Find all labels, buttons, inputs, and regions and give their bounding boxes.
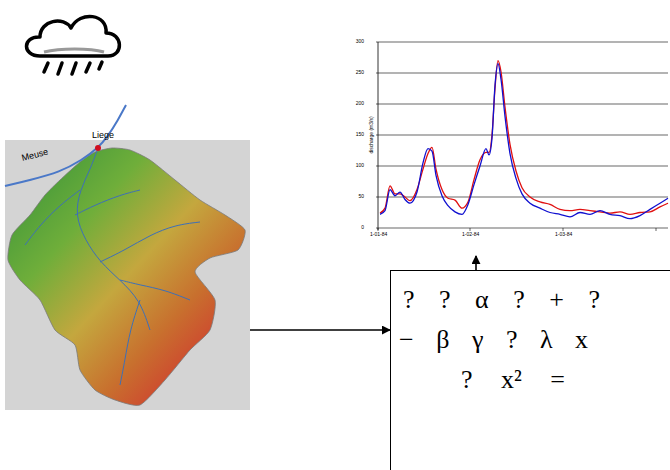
river-line — [120, 280, 190, 300]
date-label: 1-03-84 — [555, 232, 572, 238]
catchment-map: LiegeMeuse — [5, 128, 250, 410]
grid-line — [376, 73, 668, 74]
date-label: 1-02-84 — [462, 232, 479, 238]
y-axis — [378, 42, 379, 230]
river-line — [75, 190, 140, 215]
city-dot — [95, 145, 101, 151]
x-tick — [470, 228, 471, 231]
simulated-curve — [380, 64, 668, 219]
tick-label: 50 — [352, 194, 364, 199]
hydrograph-chart: 300 250 200 150 100 50 0 discharge (m3/s) 1-01-8… — [350, 34, 670, 256]
tick-label: 300 — [352, 39, 364, 44]
observed-curve — [380, 61, 668, 215]
tick-label: 250 — [352, 70, 364, 75]
catchment-area — [8, 148, 245, 405]
axis-title: discharge (m3/s) — [369, 116, 374, 153]
river-line — [100, 222, 200, 262]
x-tick — [563, 228, 564, 231]
chart-graphic — [350, 34, 670, 256]
grid-line — [376, 135, 668, 136]
river-line — [25, 190, 80, 245]
model-equation-box: ? ? α ? + ? − β γ ? λ x ? x² = — [390, 270, 670, 470]
tick-label: 0 — [352, 225, 364, 230]
grid-line — [376, 166, 668, 167]
tick-label: 200 — [352, 101, 364, 106]
river-line — [5, 105, 126, 186]
flow-arrow — [475, 256, 477, 270]
date-label: 1-01-84 — [370, 232, 387, 238]
grid-line — [376, 42, 668, 43]
grid-line — [376, 228, 668, 229]
equation-line: ? x² = — [461, 366, 565, 395]
tick-label: 150 — [352, 132, 364, 137]
river-line — [120, 300, 140, 385]
rain-cloud-icon — [27, 16, 120, 74]
x-tick — [378, 228, 379, 231]
x-tick — [656, 228, 657, 231]
equation-line: − β γ ? λ x — [399, 326, 588, 355]
map-ground — [5, 140, 250, 410]
equation-line: ? ? α ? + ? — [403, 286, 600, 315]
city-label: Liege — [92, 131, 114, 141]
grid-line — [376, 104, 668, 105]
grid-line — [376, 197, 668, 198]
flow-arrow — [250, 329, 390, 331]
tick-label: 100 — [352, 163, 364, 168]
map-graphic — [5, 128, 250, 410]
